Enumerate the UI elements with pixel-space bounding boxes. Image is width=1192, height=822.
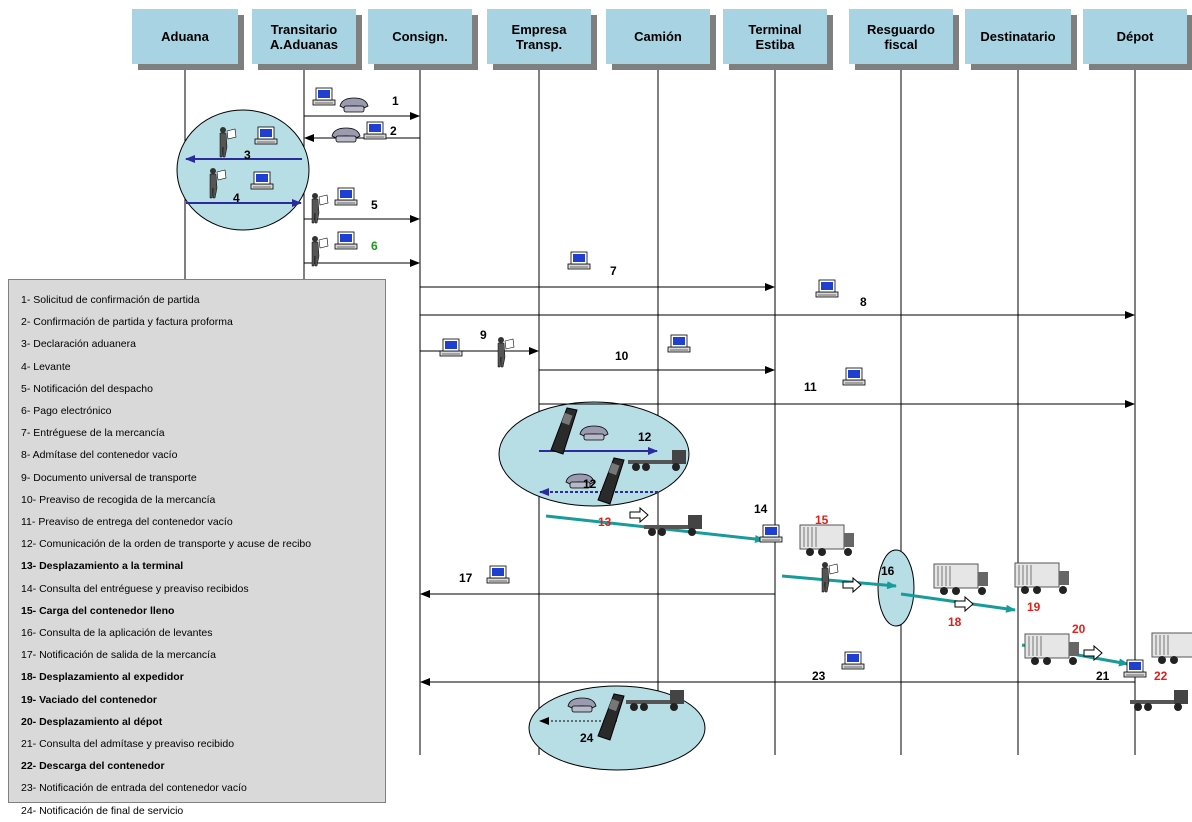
person-icon (311, 235, 329, 267)
legend-item: 23- Notificación de entrada del contened… (21, 782, 247, 795)
loaded-truck-icon (1024, 633, 1080, 666)
lane-header-resguardo: Resguardo fiscal (849, 9, 953, 64)
step-label: 21 (1096, 669, 1110, 683)
step-label: 14 (754, 502, 768, 516)
computer-icon (842, 367, 866, 386)
step-label: 9 (480, 328, 487, 342)
legend-item: 2- Confirmación de partida y factura pro… (21, 316, 233, 329)
step-label: 5 (371, 198, 378, 212)
step-label: 6 (371, 239, 378, 253)
step-label: 7 (610, 264, 617, 278)
loaded-truck-icon (1014, 562, 1070, 595)
step-label: 1 (392, 94, 399, 108)
phone-icon (339, 97, 369, 113)
legend-box: 1- Solicitud de confirmación de partida 2… (8, 279, 386, 817)
legend-item: 22- Descarga del contenedor (21, 760, 165, 773)
lane-header-destinatario: Destinatario (965, 9, 1071, 64)
step-label: 15 (815, 513, 829, 527)
hollow-arrow-icon (629, 507, 649, 523)
step-label: 2 (390, 124, 397, 138)
legend-item: 4- Levante (21, 360, 71, 373)
legend-item: 18- Desplazamiento al expedidor (21, 671, 184, 684)
computer-icon (486, 565, 510, 584)
computer-icon (567, 251, 591, 270)
legend-item: 20- Desplazamiento al dépot (21, 715, 163, 728)
computer-icon (759, 524, 783, 543)
legend-item: 7- Entréguese de la mercancía (21, 427, 165, 440)
step-label: 23 (812, 669, 826, 683)
legend-item: 24- Notificación de final de servicio (21, 804, 184, 817)
container-icon (1151, 632, 1192, 665)
legend-item: 9- Documento universal de transporte (21, 471, 197, 484)
step-label: 20 (1072, 622, 1086, 636)
computer-icon (667, 334, 691, 353)
legend-item: 5- Notificación del despacho (21, 382, 153, 395)
ellipse-customs (176, 109, 310, 231)
computer-icon (312, 87, 336, 106)
computer-icon (439, 338, 463, 357)
step-label: 24 (580, 731, 594, 745)
lane-header-empresa: Empresa Transp. (487, 9, 591, 64)
legend-item: 14- Consulta del entréguese y preaviso r… (21, 582, 249, 595)
ellipse-transport-order (498, 401, 690, 507)
legend-item: 13- Desplazamiento a la terminal (21, 560, 184, 573)
hollow-arrow-icon (954, 596, 974, 612)
legend-item: 21- Consulta del admítase y preaviso rec… (21, 738, 235, 751)
loaded-truck-icon (799, 524, 855, 557)
step-label: 18 (948, 615, 962, 629)
lane-header-camion: Camión (606, 9, 710, 64)
arrow-16 (781, 574, 897, 590)
legend-item: 6- Pago electrónico (21, 405, 112, 418)
step-label: 3 (244, 148, 251, 162)
truck-icon (644, 515, 702, 536)
computer-icon (334, 187, 358, 206)
phone-icon (331, 127, 361, 143)
legend-item: 8- Admítase del contenedor vacío (21, 449, 178, 462)
step-label: 17 (459, 571, 473, 585)
lane-header-consign: Consign. (368, 9, 472, 64)
step-label: 19 (1027, 600, 1041, 614)
person-icon (497, 336, 515, 368)
step-label: 12 (583, 477, 597, 491)
step-label: 12 (638, 430, 652, 444)
computer-icon (363, 121, 387, 140)
truck-icon (1130, 690, 1188, 711)
computer-icon (841, 651, 865, 670)
ellipses (176, 109, 915, 771)
loaded-truck-icon (933, 563, 989, 596)
legend-item: 17- Notificación de salida de la mercanc… (21, 649, 216, 662)
step-label: 22 (1154, 669, 1168, 683)
lane-header-terminal: Terminal Estiba (723, 9, 827, 64)
phone-icon (567, 697, 597, 713)
computer-icon (815, 279, 839, 298)
lane-header-depot: Dépot (1083, 9, 1187, 64)
step-label: 13 (598, 515, 612, 529)
legend-item: 19- Vaciado del contenedor (21, 693, 157, 706)
legend-item: 12- Comunicación de la orden de transpor… (21, 538, 312, 551)
computer-icon (334, 231, 358, 250)
legend-item: 16- Consulta de la aplicación de levante… (21, 627, 213, 640)
legend-item: 1- Solicitud de confirmación de partida (21, 294, 200, 306)
computer-icon (1123, 659, 1147, 678)
legend-item: 11- Preaviso de entrega del contenedor v… (21, 516, 233, 529)
legend-item: 10- Preaviso de recogida de la mercancía (21, 493, 216, 506)
step-label: 8 (860, 295, 867, 309)
step-label: 11 (804, 380, 817, 394)
computer-icon (254, 126, 278, 145)
message-arrows (185, 112, 1135, 725)
step-label: 4 (233, 191, 240, 205)
step-label: 16 (881, 564, 895, 578)
phone-icon (579, 425, 609, 441)
step-label: 10 (615, 349, 629, 363)
ellipse-resguardo (877, 549, 915, 627)
lane-header-aduana: Aduana (132, 9, 238, 64)
computer-icon (250, 171, 274, 190)
legend-item: 3- Declaración aduanera (21, 338, 136, 351)
lane-header-transitario: Transitario A.Aduanas (252, 9, 356, 64)
person-icon (821, 561, 839, 593)
legend-item: 15- Carga del contenedor lleno (21, 604, 175, 617)
